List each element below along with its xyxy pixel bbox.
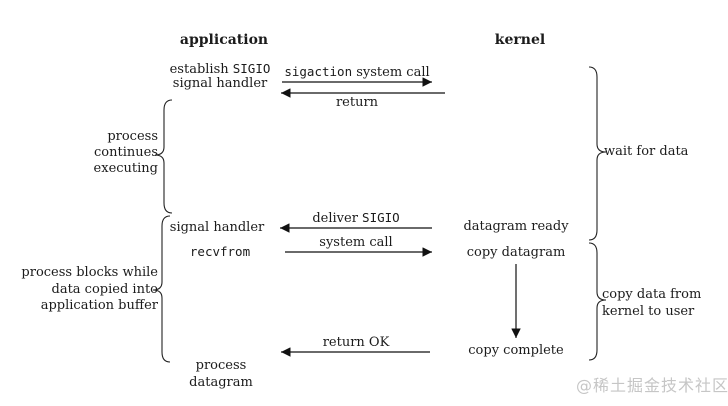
note-line: executing <box>93 161 158 176</box>
deliver-prefix: deliver <box>312 211 363 226</box>
sigaction-code: sigaction <box>284 64 353 79</box>
label-system-call: system call <box>319 235 393 250</box>
note-line: process <box>107 129 158 144</box>
sigaction-rest: system call <box>352 65 430 80</box>
note-process-continues: process continues executing <box>94 129 158 177</box>
label-copy-complete: copy complete <box>468 343 564 358</box>
label-establish-sigio-handler: establish SIGIO signal handler <box>170 62 271 91</box>
header-application: application <box>179 32 269 48</box>
label-recvfrom: recvfrom <box>189 244 251 259</box>
label-return-ok: return OK <box>322 335 390 350</box>
label-return: return <box>335 95 379 110</box>
label-datagram-ready: datagram ready <box>463 219 569 234</box>
label-signal-handler: signal handler <box>169 220 265 235</box>
label-establish-line2: signal handler <box>172 76 268 91</box>
process-line: datagram <box>189 374 253 390</box>
note-line: data copied into <box>51 281 159 297</box>
brace-wait-for-data <box>588 66 607 241</box>
note-line: application buffer <box>40 298 158 313</box>
header-kernel: kernel <box>494 32 546 48</box>
note-wait-for-data: wait for data <box>604 144 689 159</box>
brace-copy-kernel-to-user <box>588 242 607 361</box>
establish-prefix: establish <box>169 62 233 77</box>
process-line: process <box>195 358 247 373</box>
note-process-blocks: process blocks while data copied into ap… <box>21 265 158 315</box>
brace-process-blocks <box>152 215 171 363</box>
note-line: process blocks while <box>21 265 158 280</box>
brace-process-continues <box>154 99 173 214</box>
label-deliver-sigio: deliver SIGIO <box>312 211 399 226</box>
note-line: kernel to user <box>602 303 695 319</box>
note-line: continues <box>94 145 158 160</box>
label-establish-line1: establish SIGIO <box>170 62 271 77</box>
note-copy-kernel-to-user: copy data from kernel to user <box>602 287 701 320</box>
label-sigaction-system-call: sigaction system call <box>284 65 429 80</box>
label-copy-datagram: copy datagram <box>466 245 566 260</box>
note-line: copy data from <box>602 287 702 302</box>
deliver-sigio-code: SIGIO <box>362 210 400 225</box>
sigio-code: SIGIO <box>232 61 271 76</box>
watermark: @稀土掘金技术社区 <box>576 376 728 395</box>
label-process-datagram: process datagram <box>189 358 253 391</box>
